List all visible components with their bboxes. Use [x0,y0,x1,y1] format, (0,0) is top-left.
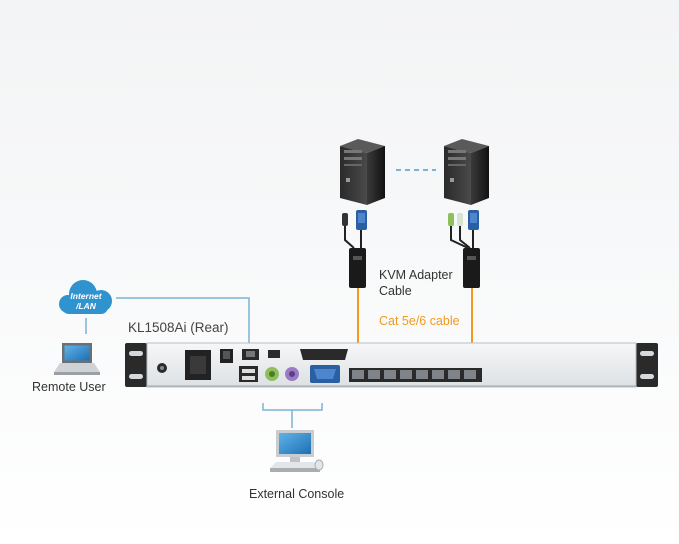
cat-cable-label: Cat 5e/6 cable [379,314,460,328]
remote-user-label: Remote User [32,380,106,394]
kvm-adapter-label-line2: Cable [379,284,412,298]
kvm-adapter-cable-1 [342,210,367,288]
external-console-icon [270,430,324,472]
laptop-icon [54,343,100,375]
cloud-label: Internet /LAN [64,291,108,311]
server-computer-1 [340,139,385,205]
server-computer-2 [444,139,489,205]
cloud-icon [59,280,112,314]
kvm-adapter-label-line1: KVM Adapter [379,268,453,282]
kvm-adapter-cable-2 [448,210,480,288]
console-link [262,403,323,428]
network-link [116,297,250,351]
external-console-label: External Console [249,487,345,501]
cloud-label-line2: /LAN [76,301,96,311]
kl1508ai-rack-unit [125,342,658,388]
product-label: KL1508Ai (Rear) [128,320,229,335]
cloud-label-line1: Internet [70,291,102,301]
